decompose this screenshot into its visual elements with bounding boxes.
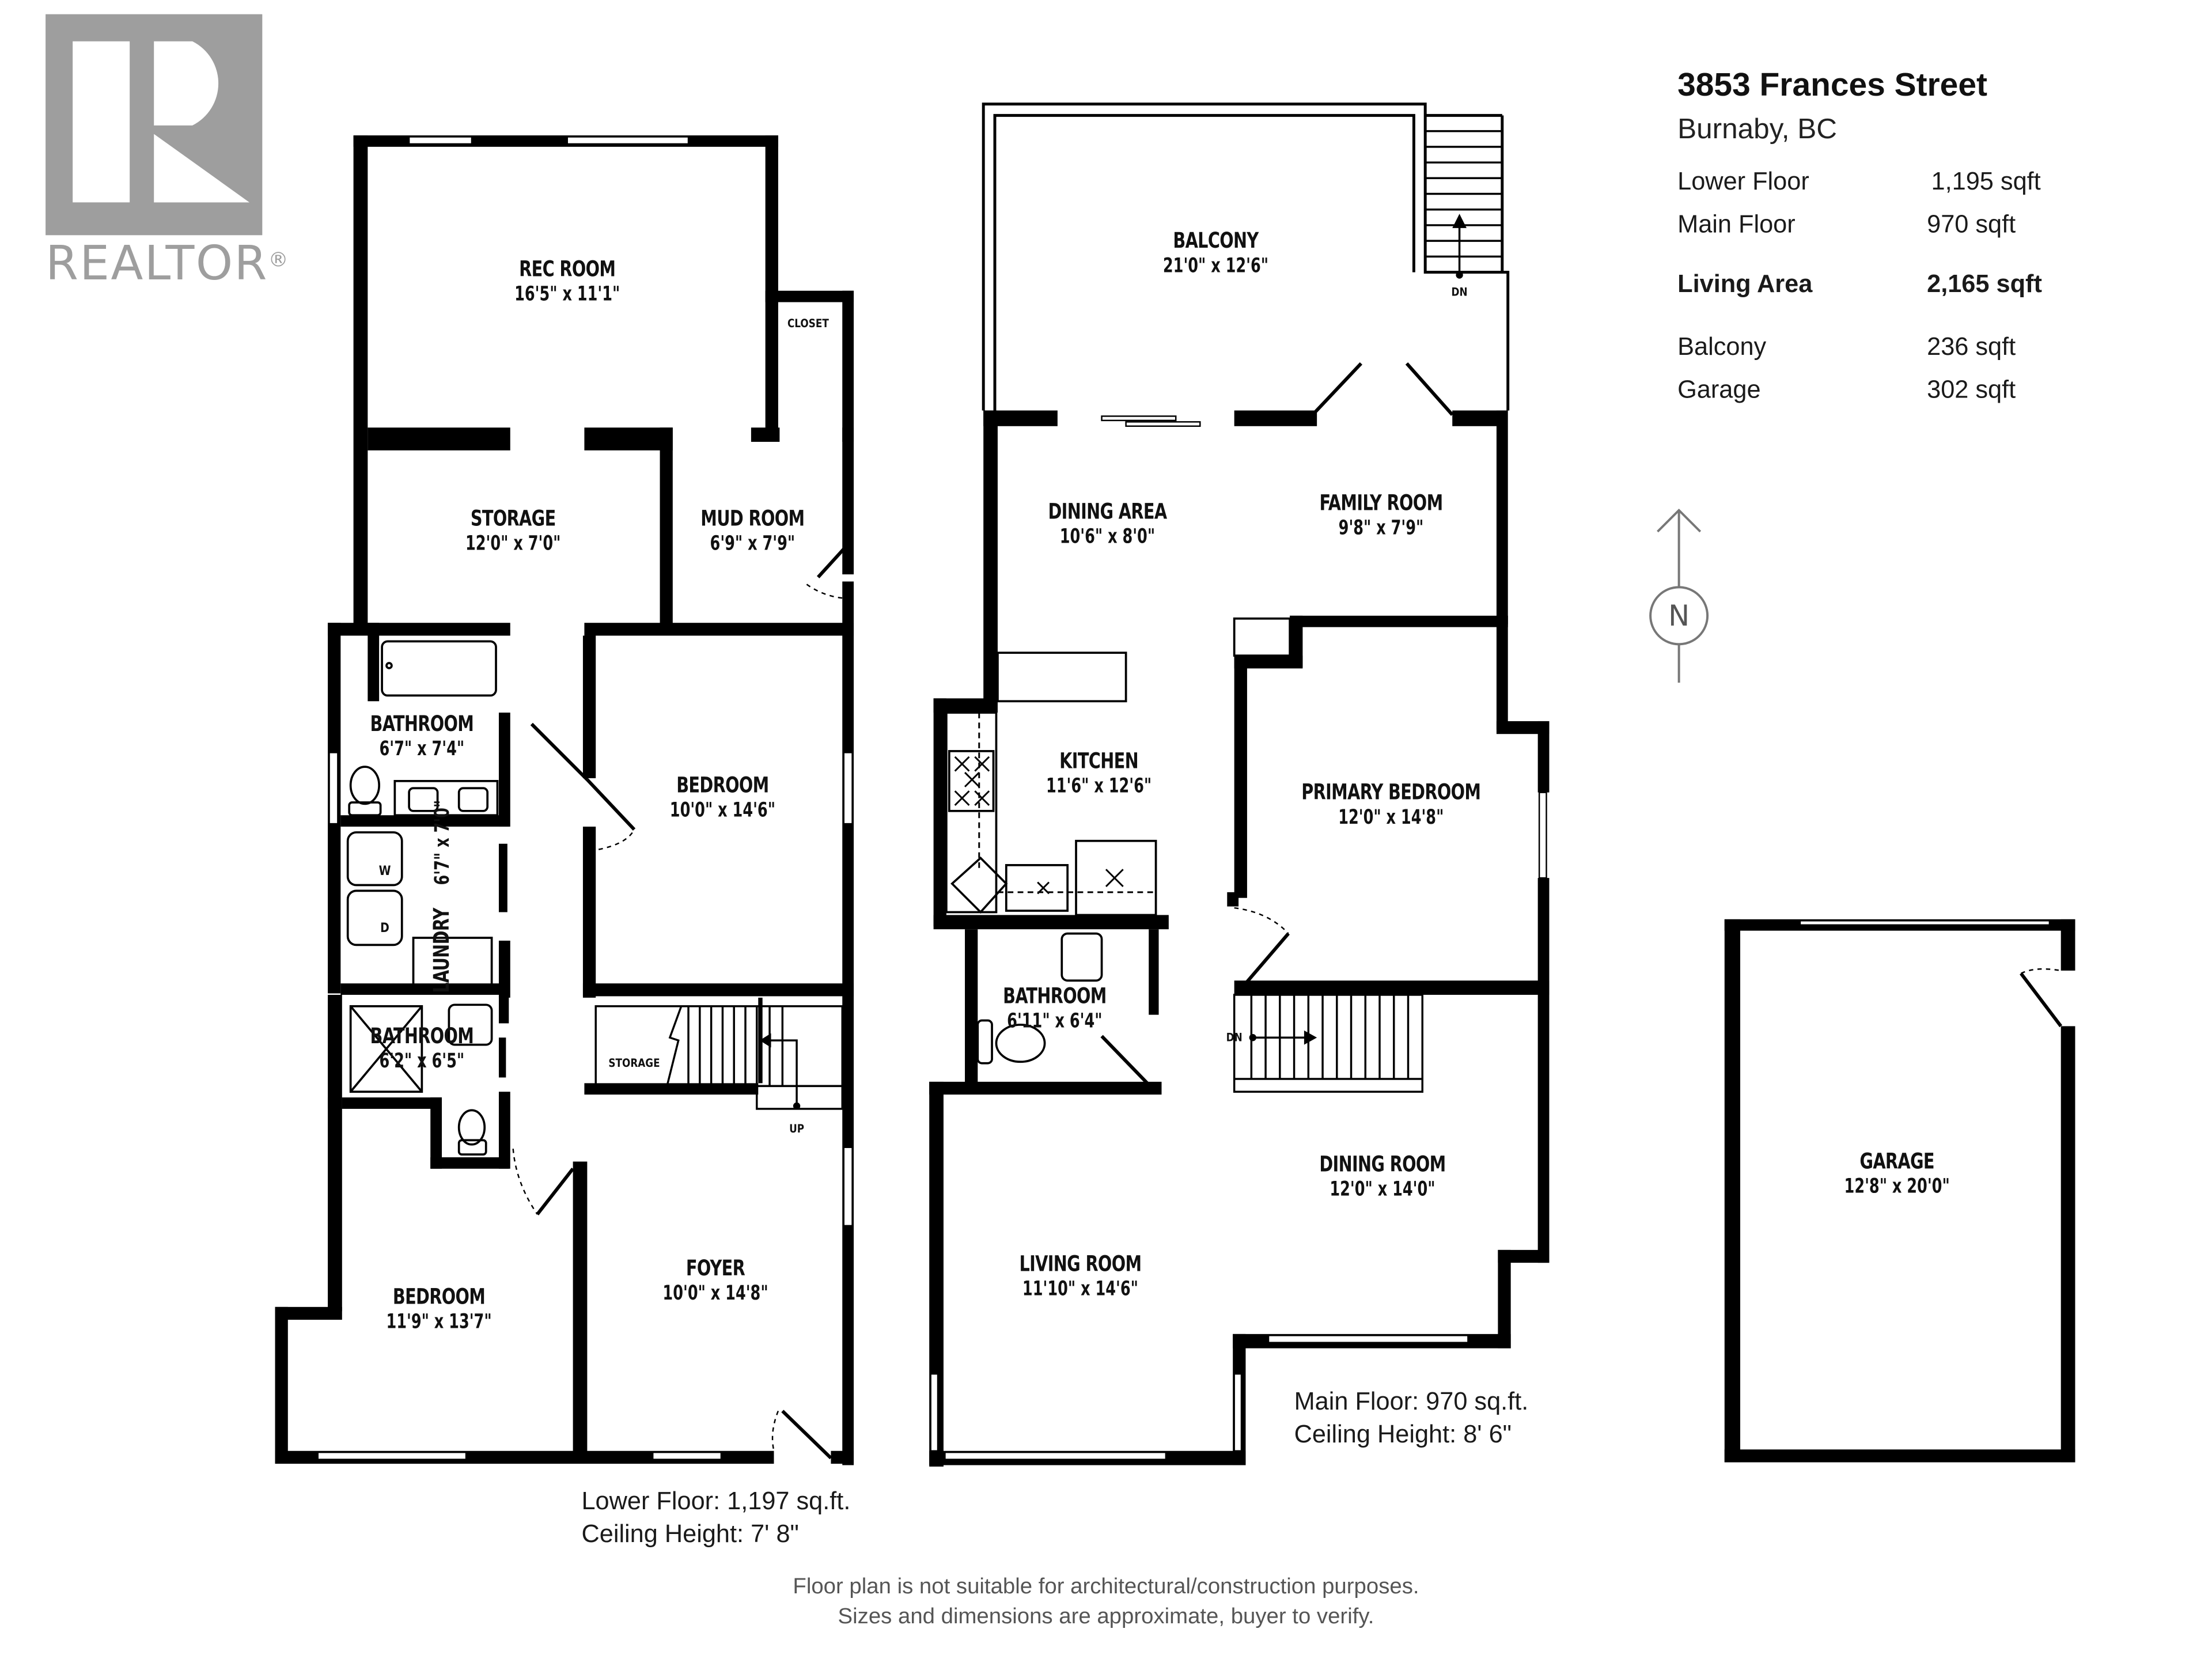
realtor-logo: REALTOR® [46,14,290,291]
room-dining-area: DINING AREA 10'6" x 8'0" [1048,498,1167,548]
area-row-main-floor: Main Floor 970 sqft [1677,209,2016,237]
room-storage: STORAGE 12'0" x 7'0" [465,506,561,556]
realtor-wordmark: REALTOR® [46,235,290,291]
room-closet: CLOSET [787,317,829,330]
room-balcony: BALCONY 21'0" x 12'6" [1162,228,1269,278]
area-row-garage: Garage 302 sqft [1677,374,2016,403]
room-living-room: LIVING ROOM 11'10" x 14'6" [1019,1251,1142,1301]
washer-label: W [378,865,391,880]
room-bathroom-upper: BATHROOM 6'7" x 7'4" [370,711,474,761]
lower-floor-summary: Lower Floor: 1,197 sq.ft. Ceiling Height… [581,1486,851,1548]
room-family-room: FAMILY ROOM 9'8" x 7'9" [1319,490,1443,540]
north-arrow-icon: N [1646,506,1712,685]
room-dining-room: DINING ROOM 12'0" x 14'0" [1319,1151,1446,1201]
stairs-up-label: UP [789,1122,805,1135]
room-bedroom-lower-right: BEDROOM 10'0" x 14'6" [669,772,776,822]
room-garage: GARAGE 12'8" x 20'0" [1844,1148,1950,1198]
room-rec-room: REC ROOM 16'5" x 11'1" [514,256,620,306]
room-mud-room: MUD ROOM 6'9" x 7'9" [700,506,805,556]
room-laundry: LAUNDRY 6'7" x 7'0" [429,800,454,993]
room-bedroom-lower-left: BEDROOM 11'9" x 13'7" [386,1283,492,1334]
main-floor-summary: Main Floor: 970 sq.ft. Ceiling Height: 8… [1294,1387,1529,1448]
property-address: 3853 Frances Street [1677,65,1987,103]
realtor-r-mark-icon [46,14,263,236]
property-info: 3853 Frances Street Burnaby, BC Lower Fl… [1677,60,2147,411]
area-row-balcony: Balcony 236 sqft [1677,331,2016,360]
area-row-lower-floor: Lower Floor 1,195 sqft [1677,166,2041,195]
room-primary-bedroom: PRIMARY BEDROOM 12'0" x 14'8" [1301,779,1481,830]
property-city: Burnaby, BC [1677,113,1838,146]
svg-text:N: N [1668,599,1690,632]
disclaimer: Floor plan is not suitable for architect… [793,1574,1419,1630]
dryer-label: D [380,922,389,937]
room-kitchen: KITCHEN 11'6" x 12'6" [1046,748,1152,798]
interior-stairs-dn-label: DN [1226,1031,1243,1044]
balcony-stairs-dn-label: DN [1451,286,1468,299]
room-bathroom-lower: BATHROOM 6'2" x 6'5" [370,1023,474,1073]
room-bathroom-main: BATHROOM 6'11" x 6'4" [1003,983,1107,1033]
area-row-living-area: Living Area 2,165 sqft [1677,268,2042,297]
room-storage-under-stairs: STORAGE [608,1056,660,1070]
room-foyer: FOYER 10'0" x 14'8" [662,1255,768,1305]
